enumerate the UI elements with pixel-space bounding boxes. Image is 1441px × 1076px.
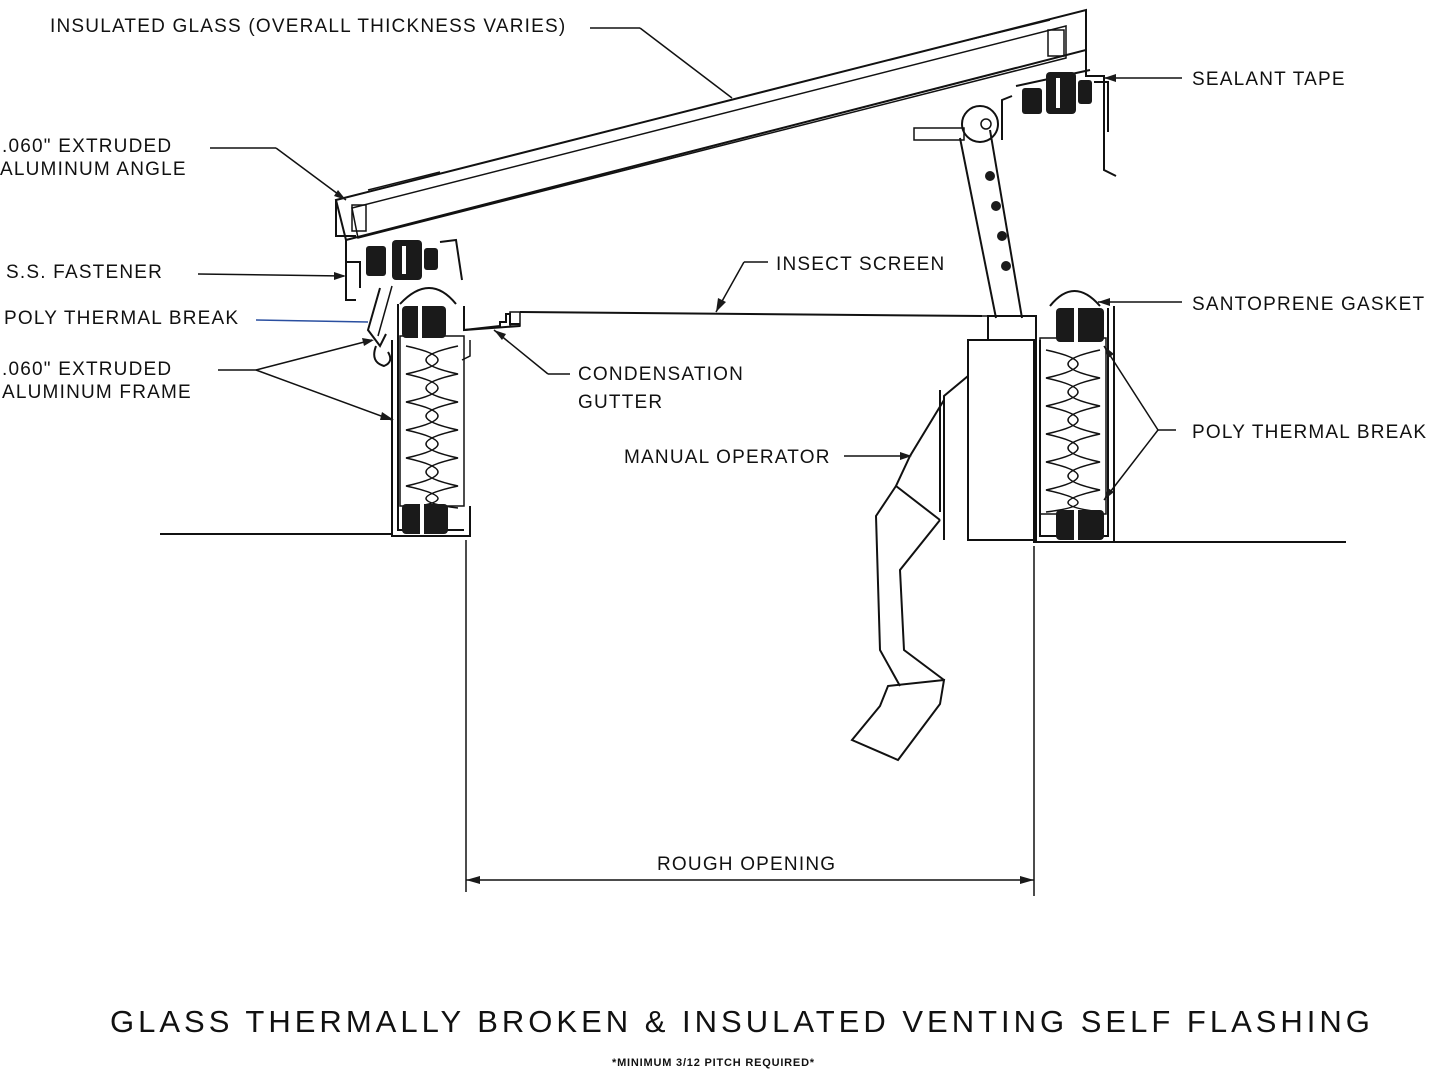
operator-arm bbox=[913, 105, 1023, 319]
sash-gasket-right bbox=[1022, 72, 1092, 114]
label-insect-screen: INSECT SCREEN bbox=[776, 254, 945, 275]
label-rough-opening: ROUGH OPENING bbox=[657, 854, 836, 875]
rough-opening-dimension bbox=[465, 540, 1035, 896]
insulation-left bbox=[399, 335, 465, 509]
diagram-title: GLASS THERMALLY BROKEN & INSULATED VENTI… bbox=[110, 1004, 1374, 1039]
curb-gasket-left bbox=[402, 306, 448, 534]
condensation-gutter-profile bbox=[463, 311, 521, 331]
label-insulated-glass: INSULATED GLASS (OVERALL THICKNESS VARIE… bbox=[50, 16, 566, 37]
label-sealant-tape: SEALANT TAPE bbox=[1192, 69, 1346, 90]
manual-operator-housing bbox=[850, 315, 1037, 762]
label-santoprene-gasket: SANTOPRENE GASKET bbox=[1192, 294, 1425, 315]
label-frame-line1: .060" EXTRUDED bbox=[2, 359, 172, 380]
label-condensation-line1: CONDENSATION bbox=[578, 364, 744, 385]
label-ss-fastener: S.S. FASTENER bbox=[6, 262, 163, 283]
label-poly-thermal-break-left: POLY THERMAL BREAK bbox=[4, 308, 239, 329]
leader-lines bbox=[197, 27, 1182, 501]
label-angle-line1: .060" EXTRUDED bbox=[2, 136, 172, 157]
curb-gasket-right bbox=[1056, 308, 1104, 540]
insect-screen bbox=[519, 311, 990, 317]
roof-deck bbox=[160, 533, 1346, 543]
label-condensation-line2: GUTTER bbox=[578, 392, 663, 413]
insulation-right bbox=[1039, 337, 1107, 515]
sash-gasket-left bbox=[366, 240, 438, 280]
label-frame-line2: ALUMINUM FRAME bbox=[2, 382, 192, 403]
label-angle-line2: ALUMINUM ANGLE bbox=[0, 159, 187, 180]
sash-frame-left bbox=[335, 200, 463, 368]
label-manual-operator: MANUAL OPERATOR bbox=[624, 447, 831, 468]
label-poly-thermal-break-right: POLY THERMAL BREAK bbox=[1192, 422, 1427, 443]
diagram-subtitle: *MINIMUM 3/12 PITCH REQUIRED* bbox=[612, 1057, 815, 1069]
